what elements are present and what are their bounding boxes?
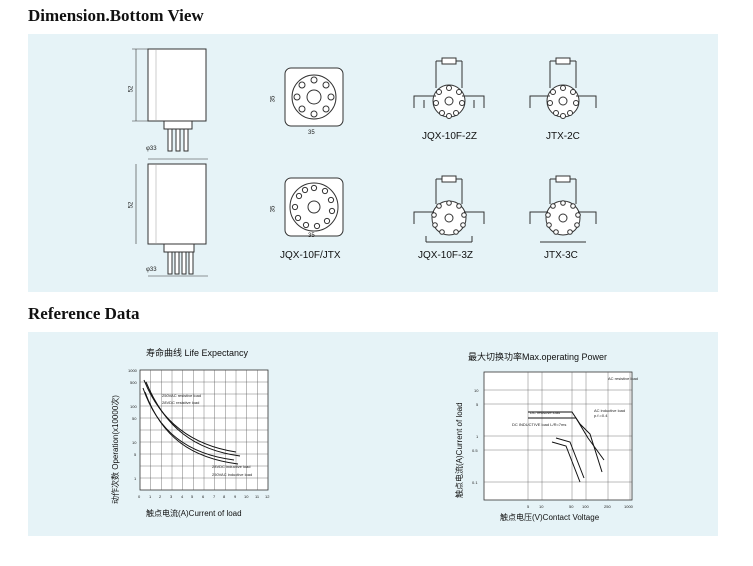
power-x-tick: 1000 — [624, 504, 633, 509]
power-chart-title: 最大切换功率Max.operating Power — [468, 352, 608, 362]
dimension-panel: 52 φ33 52 φ33 35 35 — [28, 34, 718, 292]
side-label-top: 35 — [270, 95, 277, 103]
power-y-tick: 10 — [474, 388, 479, 393]
life-chart-xlabel: 触点电流(A)Current of load — [146, 509, 242, 518]
power-annotation-4: DC INDUCTIVE load L/R=7ms — [512, 422, 567, 427]
life-y-tick: 500 — [130, 380, 137, 385]
life-x-tick: 3 — [170, 494, 173, 499]
bottom-label-top: 35 — [308, 130, 315, 136]
bottom-view-8pin — [284, 67, 344, 127]
life-x-tick: 6 — [202, 494, 205, 499]
life-x-tick: 2 — [159, 494, 162, 499]
wiring-diagram-jtx3c — [529, 175, 597, 243]
power-y-tick: 0.1 — [472, 480, 478, 485]
wiring-diagram-jtx2c — [529, 57, 597, 119]
life-annotation-3: 28VDC inductive load — [212, 464, 251, 469]
life-x-tick: 4 — [181, 494, 184, 499]
power-annotation-2: DC resistive load — [530, 410, 561, 415]
caption-jtx-3c: JTX-3C — [544, 250, 578, 261]
life-chart-plot — [139, 369, 269, 491]
life-annotation-2: 28VDC resistive load — [162, 400, 200, 405]
height-label-top: 52 — [128, 85, 135, 93]
power-chart-xlabel: 触点电压(V)Contact Voltage — [500, 513, 600, 522]
life-x-tick: 0 — [138, 494, 141, 499]
caption-jqx10f-2z: JQX-10F-2Z — [422, 131, 478, 142]
life-x-tick: 12 — [265, 494, 270, 499]
reference-panel: 寿命曲线 Life Expectancy 250VAC resistive lo… — [28, 332, 718, 536]
power-x-tick: 10 — [539, 504, 544, 509]
life-x-tick: 7 — [213, 494, 216, 499]
life-y-tick: 100 — [130, 404, 137, 409]
power-y-tick: 5 — [476, 402, 479, 407]
relay-side-view-top — [132, 48, 208, 160]
life-y-tick: 10 — [132, 440, 137, 445]
life-y-tick: 1000 — [128, 368, 137, 373]
life-x-tick: 10 — [244, 494, 249, 499]
power-x-tick: 250 — [604, 504, 611, 509]
life-y-tick: 50 — [132, 416, 137, 421]
bottom-view-11pin — [284, 177, 344, 237]
caption-jtx-2c: JTX-2C — [546, 131, 580, 142]
pin-label-bottom: φ33 — [146, 267, 157, 273]
life-chart-title: 寿命曲线 Life Expectancy — [146, 348, 249, 358]
power-chart-ylabel: 触点电流(A)Current of load — [455, 402, 464, 498]
pin-label-top: φ33 — [146, 146, 157, 152]
life-annotation-4: 250VAC inductive load — [212, 472, 253, 477]
life-chart-ylabel: 动作次数 Operation(x10000次) — [111, 395, 120, 504]
power-y-tick: 1 — [476, 434, 479, 439]
life-y-tick: 5 — [134, 452, 137, 457]
dimension-title: Dimension.Bottom View — [28, 6, 204, 25]
caption-jqx10f-3z: JQX-10F-3Z — [418, 250, 474, 261]
relay-side-view-bottom — [135, 163, 208, 277]
wiring-diagram-2z — [413, 57, 485, 119]
power-x-tick: 50 — [569, 504, 574, 509]
power-annotation-1: AC resistive load — [608, 376, 639, 381]
life-x-tick: 5 — [191, 494, 194, 499]
life-x-tick: 11 — [255, 494, 260, 499]
life-x-tick: 8 — [223, 494, 226, 499]
life-x-tick: 1 — [149, 494, 152, 499]
caption-jqx10f-jtx: JQX-10F/JTX — [280, 250, 341, 261]
life-y-tick: 1 — [134, 476, 137, 481]
wiring-diagram-3z — [413, 175, 485, 243]
life-annotation-1: 250VAC resistive load — [162, 393, 202, 398]
power-x-tick: 5 — [527, 504, 530, 509]
bottom-label-bottom: 35 — [308, 233, 315, 239]
power-y-tick: 0.5 — [472, 448, 478, 453]
power-annotation-3: AC inductive load p.f.=0.4 — [594, 408, 626, 418]
power-x-tick: 100 — [582, 504, 589, 509]
power-chart-plot — [483, 371, 633, 501]
side-label-bottom: 35 — [270, 205, 277, 213]
life-x-tick: 9 — [234, 494, 237, 499]
reference-title: Reference Data — [28, 304, 140, 323]
height-label-bottom: 52 — [128, 201, 135, 209]
